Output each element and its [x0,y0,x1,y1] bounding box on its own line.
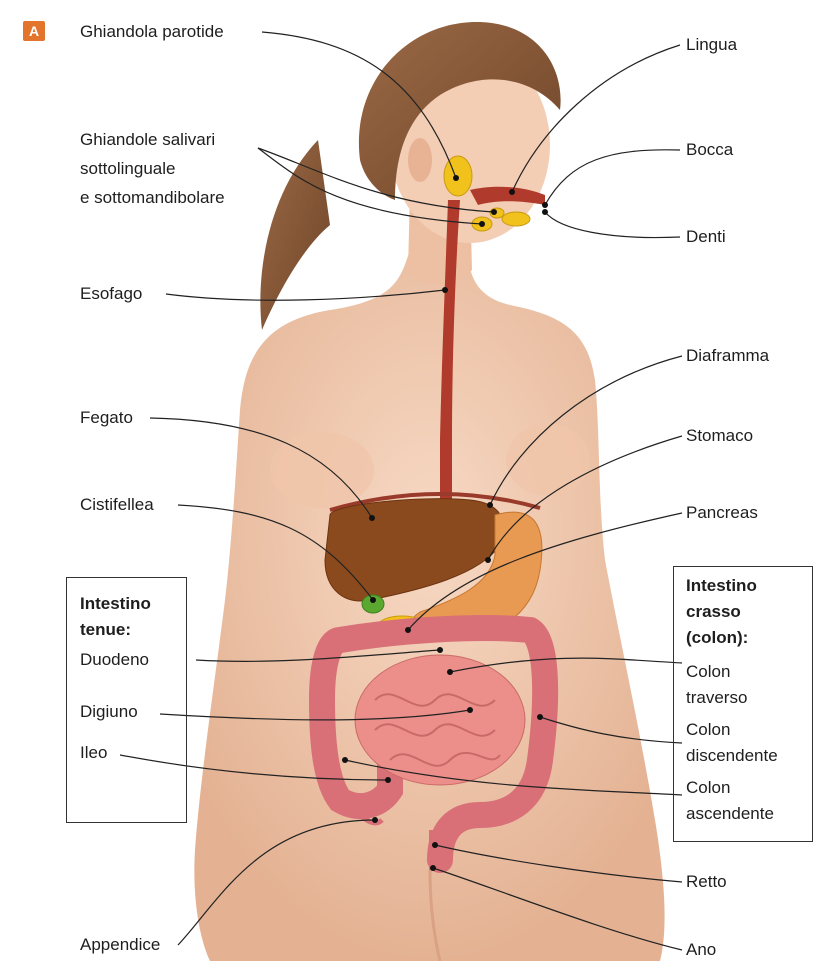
label-salivari-3: e sottomandibolare [80,186,225,210]
label-salivari-2: sottolinguale [80,157,175,181]
sublingual-gland [502,212,530,226]
label-duodeno: Duodeno [80,648,149,672]
ear [408,138,432,182]
label-cistifellea: Cistifellea [80,493,154,517]
label-ileo: Ileo [80,741,107,765]
crasso-title-1: Intestino [686,574,757,598]
label-appendice: Appendice [80,933,160,957]
label-discendente-1: Colon [686,718,730,742]
label-ascendente-2: ascendente [686,802,774,826]
label-diaframma: Diaframma [686,344,769,368]
hair-ponytail [260,140,330,330]
crasso-title-2: crasso [686,600,741,624]
label-ascendente-1: Colon [686,776,730,800]
crasso-title-3: (colon): [686,626,748,650]
label-lingua: Lingua [686,33,737,57]
label-discendente-2: discendente [686,744,778,768]
label-stomaco: Stomaco [686,424,753,448]
label-bocca: Bocca [686,138,733,162]
tenue-title-1: Intestino [80,592,151,616]
label-traverso-1: Colon [686,660,730,684]
breast-right [506,424,590,496]
label-esofago: Esofago [80,282,142,306]
label-digiuno: Digiuno [80,700,138,724]
label-retto: Retto [686,870,727,894]
figure-badge: A [23,21,45,41]
label-parotide: Ghiandola parotide [80,20,224,44]
tenue-title-2: tenue: [80,618,131,642]
label-salivari-1: Ghiandole salivari [80,128,215,152]
label-pancreas: Pancreas [686,501,758,525]
label-denti: Denti [686,225,726,249]
label-fegato: Fegato [80,406,133,430]
label-traverso-2: traverso [686,686,747,710]
label-ano: Ano [686,938,716,962]
